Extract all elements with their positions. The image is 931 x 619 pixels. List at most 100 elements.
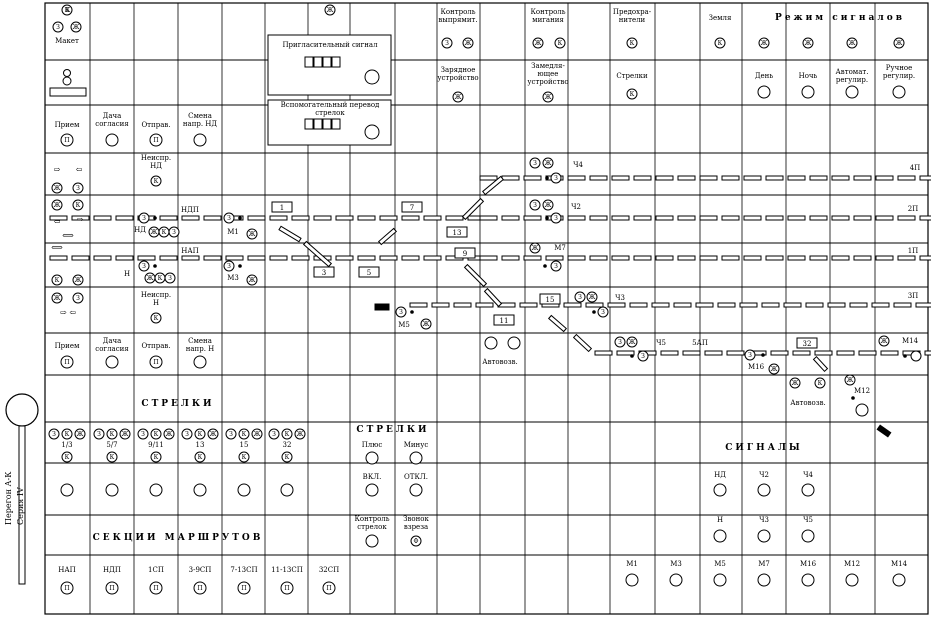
vkl-label: ВКЛ. <box>363 473 382 481</box>
otprav-top-label: Отправ. <box>141 121 170 129</box>
counter-cell <box>331 56 341 68</box>
switch-9-label-text: 9 <box>463 250 467 258</box>
signal-row1-lamp <box>757 483 771 497</box>
switch-2-z-letter: З <box>141 431 145 438</box>
switch-5-zh <box>294 428 306 440</box>
switch-bar <box>482 175 504 196</box>
m1-dot <box>238 216 242 220</box>
switch-11 <box>483 287 503 308</box>
arrow-nd-right: ⇨ <box>77 215 84 224</box>
track-1-segment <box>335 255 354 261</box>
switch-2-zh <box>163 428 175 440</box>
track-2-segment-right <box>787 215 806 221</box>
switch-13-label-text: 13 <box>453 229 462 237</box>
switch-control-label: Контроль <box>354 515 389 523</box>
track-ch5-segment <box>682 350 701 356</box>
maket-zh-button <box>70 21 82 33</box>
track3-zh-letter: Ж <box>54 295 61 302</box>
ch2-z-letter: З <box>533 202 537 209</box>
switch-3-indicator <box>194 451 206 463</box>
section-button <box>60 581 74 595</box>
n-dot <box>153 264 157 268</box>
switch-2-indicator <box>150 451 162 463</box>
switch-4-zh-letter: Ж <box>254 431 261 438</box>
section-button <box>280 581 294 595</box>
smena-bottom-lamp <box>193 355 207 369</box>
arrow-both-2: ⟺ <box>51 243 63 252</box>
switch-3-label <box>313 266 335 278</box>
fuses-label: Предохра- <box>613 8 652 16</box>
track-1-segment <box>49 255 68 261</box>
avtovozv2-label: Автовозв. <box>790 399 825 407</box>
ch2-label: Ч2 <box>571 203 581 211</box>
switch-32 <box>812 355 829 373</box>
ch3-z-letter: З <box>578 294 582 301</box>
ch3-label: Ч3 <box>615 294 625 302</box>
switch-2-k-letter: К <box>154 431 159 438</box>
maket-z-button <box>52 21 64 33</box>
switch-3-indicator-letter: К <box>198 454 203 461</box>
section-button-letter: П <box>197 585 202 592</box>
otkl-lamp <box>409 483 423 497</box>
strelki-title-2: СТРЕЛКИ <box>356 425 429 435</box>
mode-zh-lamp-3-letter: Ж <box>849 40 856 47</box>
m5-z <box>395 306 407 318</box>
m3-z <box>223 260 235 272</box>
charger-label: устройство <box>437 74 478 82</box>
route-lamp <box>892 573 906 587</box>
signals-title: СИГНАЛЫ <box>725 443 803 453</box>
charger-label: Зарядное <box>441 66 476 74</box>
priem-bottom-button <box>60 355 74 369</box>
dacha-top-label: Дача <box>103 112 122 120</box>
switch-1-k-letter: К <box>110 431 115 438</box>
track-2-segment-right <box>765 215 784 221</box>
track-ch5-segment <box>880 350 899 356</box>
nd-zh-letter: Ж <box>151 229 158 236</box>
track-1-segment <box>269 255 288 261</box>
m1-z <box>223 212 235 224</box>
switch-2-lamp <box>149 483 163 497</box>
switch-9-label <box>454 247 476 259</box>
switch-5-label-text: 5 <box>367 269 371 277</box>
track-4-segment <box>853 175 872 181</box>
switch-5-label <box>358 266 380 278</box>
track-1-segment-right <box>875 255 894 261</box>
track-2-segment-right <box>721 215 740 221</box>
switch-1-k <box>106 428 118 440</box>
track-ch5-segment <box>814 350 833 356</box>
m16-dot <box>761 353 765 357</box>
avtovozv2-zh-letter: Ж <box>792 380 799 387</box>
route-label: М1 <box>626 560 638 568</box>
m5-zh-letter: Ж <box>423 321 430 328</box>
switch-32-label-text: 32 <box>803 340 812 348</box>
switch-15-label-text: 15 <box>546 296 555 304</box>
ch3-dot <box>592 310 596 314</box>
ch5-z-letter: З <box>618 339 622 346</box>
otprav-top-button <box>149 133 163 147</box>
breach-bell-label: взреза <box>404 523 428 531</box>
section-button <box>193 581 207 595</box>
m16-zh-letter: Ж <box>771 366 778 373</box>
track-1-segment-right <box>919 255 931 261</box>
mode-zh-lamp-4 <box>893 37 905 49</box>
ch2-zh <box>542 199 554 211</box>
switch-5 <box>377 227 398 246</box>
track-1-segment <box>203 255 222 261</box>
nap-label: НАП <box>181 247 199 255</box>
smena-top-lamp <box>193 133 207 147</box>
section-button <box>322 581 336 595</box>
track-2-segment <box>115 215 134 221</box>
switch-4-lamp <box>237 483 251 497</box>
track-2-segment-right <box>743 215 762 221</box>
signal-mode-header: Режим сигналов <box>775 13 905 23</box>
breach-bell-lamp <box>410 535 422 547</box>
ground-k-lamp-letter: К <box>718 40 723 47</box>
invite-signal-label: Пригласительный сигнал <box>282 41 378 49</box>
neispr-top-k-letter: К <box>154 178 159 185</box>
m1-zh-letter: Ж <box>249 231 256 238</box>
track-4-segment <box>677 175 696 181</box>
dacha-bottom-lamp <box>105 355 119 369</box>
night-label: Ночь <box>799 72 818 80</box>
switch-3-zh <box>207 428 219 440</box>
